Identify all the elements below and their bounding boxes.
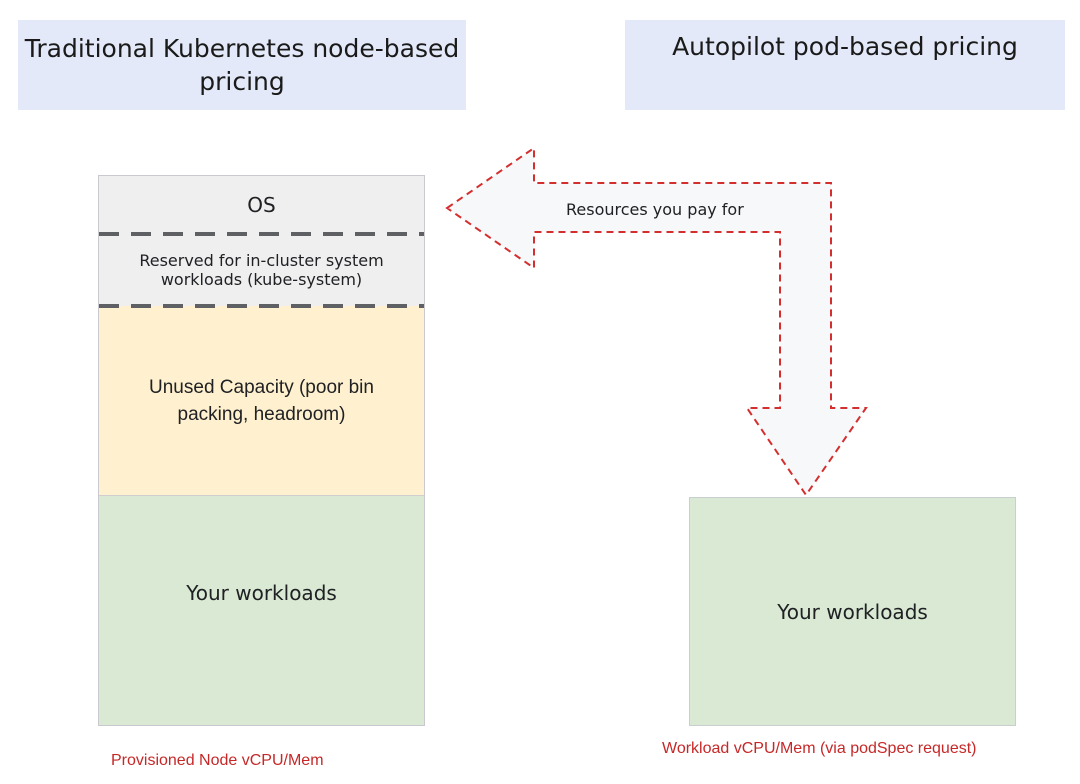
segment-unused-label: Unused Capacity (poor bin packing, headr… bbox=[149, 376, 374, 425]
resources-arrow-shape bbox=[445, 146, 868, 497]
segment-os-label: OS bbox=[247, 193, 276, 217]
arrow-label: Resources you pay for bbox=[566, 200, 744, 219]
caption-provisioned-node: Provisioned Node vCPU/Mem bbox=[111, 752, 324, 769]
segment-unused-capacity: Unused Capacity (poor bin packing, headr… bbox=[99, 306, 424, 495]
header-autopilot-title: Autopilot pod-based pricing bbox=[672, 32, 1018, 61]
header-traditional-pricing: Traditional Kubernetes node-based pricin… bbox=[18, 20, 466, 110]
header-autopilot-pricing: Autopilot pod-based pricing bbox=[625, 20, 1065, 110]
segment-your-workloads: Your workloads bbox=[99, 495, 424, 725]
dashed-divider-reserved bbox=[99, 304, 424, 308]
segment-reserved-label: Reserved for in-cluster system workloads… bbox=[139, 251, 384, 289]
dashed-divider-os bbox=[99, 232, 424, 236]
caption-workload-request: Workload vCPU/Mem (via podSpec request) bbox=[662, 740, 977, 757]
segment-reserved-system: Reserved for in-cluster system workloads… bbox=[99, 234, 424, 306]
segment-workloads-label: Your workloads bbox=[186, 580, 337, 605]
pod-workloads-box: Your workloads bbox=[689, 497, 1016, 726]
pod-workloads-label: Your workloads bbox=[777, 599, 928, 624]
node-resource-stack: OS Reserved for in-cluster system worklo… bbox=[98, 175, 425, 726]
segment-os: OS bbox=[99, 176, 424, 234]
header-traditional-title: Traditional Kubernetes node-based pricin… bbox=[24, 34, 460, 96]
